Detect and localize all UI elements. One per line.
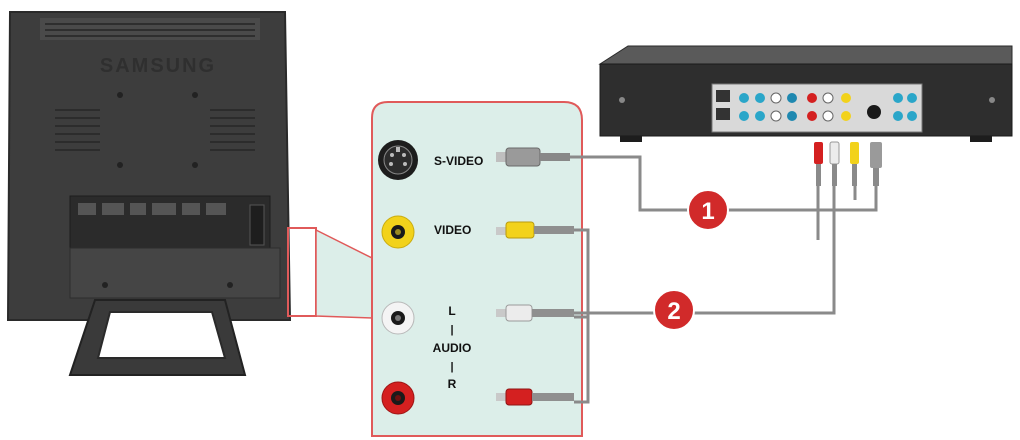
audio-left-jack [381,301,415,335]
monitor-input-highlight [287,227,317,317]
dvd-plugs [814,141,882,186]
audio-right-jack [381,381,415,415]
monitor-brand: SAMSUNG [100,55,216,77]
audio-label: AUDIO [433,341,472,355]
callout-2: 2 [653,289,695,331]
cables [570,155,878,404]
callout-2-number: 2 [667,298,680,325]
svideo-cable [570,155,878,212]
audio-separator-top: | [450,324,453,336]
dvd-rear-panel [711,83,923,133]
svideo-label: S-VIDEO [434,154,483,168]
callout-1: 1 [687,189,729,231]
monitor-vents-side [55,109,255,151]
audio-right-plug [496,388,574,406]
monitor-rear: SAMSUNG [6,11,317,376]
video-jack [381,215,415,249]
dvd-top [598,45,1013,65]
audio-separator-bottom: | [450,361,453,373]
audio-r-label: R [448,377,457,391]
dvd-rca-jacks [739,92,917,122]
input-panel-bg [371,101,583,437]
svideo-plug [496,147,570,167]
input-panel: S-VIDEO VIDEO L | AUDIO | R [371,101,583,437]
svideo-jack [378,140,418,180]
callout-1-number: 1 [701,198,714,225]
audio-l-label: L [448,304,455,318]
audio-left-plug [496,304,574,322]
video-label: VIDEO [434,223,471,237]
video-plug [496,221,574,239]
dvd-player [598,45,1013,186]
zoom-wedge [315,228,373,319]
monitor-lower-body [69,247,281,299]
